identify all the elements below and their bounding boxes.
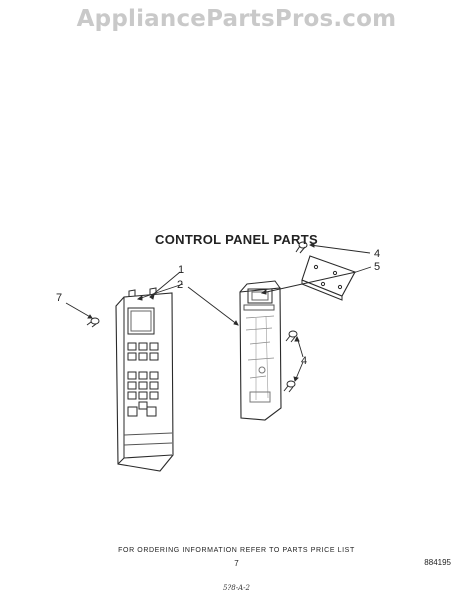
diagram-code: 884195 [424,558,451,567]
callout-5: 5 [374,261,380,273]
control-panel-part [115,287,174,472]
ordering-note: FOR ORDERING INFORMATION REFER TO PARTS … [118,547,355,554]
screw-board-lower [283,380,296,393]
page-number: 7 [234,559,239,568]
screw-upper [295,241,308,254]
callout-4-screw: 4 [374,248,380,260]
screw-panel [86,317,100,328]
callout-4-board-screws: 4 [301,355,307,367]
callout-7: 7 [56,292,62,304]
leader-lines [65,242,372,382]
handwritten-mark: 5?8-A-2 [223,584,250,592]
callout-1: 1 [178,264,184,276]
watermark-logo: AppliancePartsPros.com [76,6,397,32]
screw-board-upper [285,330,298,343]
control-board-part [239,280,282,421]
callout-2: 2 [177,279,183,291]
bracket-plate-part [301,255,356,301]
diagram-title: CONTROL PANEL PARTS [155,232,318,247]
